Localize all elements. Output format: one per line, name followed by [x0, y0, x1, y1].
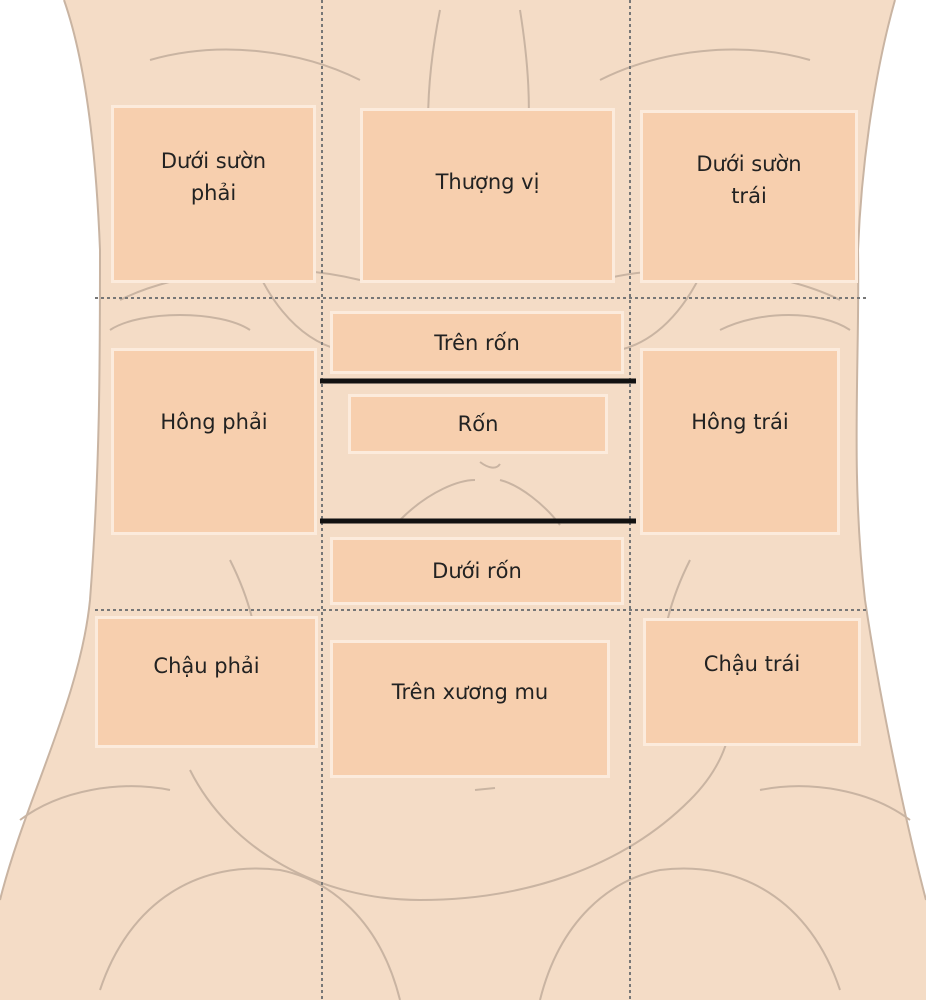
region-right-iliac: Chậu phải: [95, 616, 318, 748]
region-label: Dưới rốn: [432, 556, 522, 602]
region-label: Thượng vị: [436, 167, 540, 280]
region-left-hypochondriac: Dưới sườn trái: [640, 110, 858, 283]
region-hypogastric: Trên xương mu: [330, 640, 610, 778]
region-label: Chậu phải: [153, 651, 259, 745]
region-above-umbilicus: Trên rốn: [330, 311, 624, 374]
region-left-lumbar: Hông trái: [640, 348, 840, 535]
region-left-iliac: Chậu trái: [643, 618, 861, 746]
region-label: Hông trái: [691, 407, 789, 532]
region-label: Trên rốn: [434, 328, 520, 371]
region-epigastric: Thượng vị: [360, 108, 615, 283]
region-label: Rốn: [458, 409, 499, 451]
region-label: Dưới sườn phải: [161, 146, 266, 280]
region-right-lumbar: Hông phải: [111, 348, 317, 535]
region-label: Dưới sườn trái: [696, 149, 801, 280]
region-label: Hông phải: [160, 407, 267, 532]
region-label: Chậu trái: [704, 649, 800, 743]
region-label: Trên xương mu: [392, 677, 549, 775]
region-umbilical: Rốn: [348, 394, 608, 454]
region-below-umbilicus: Dưới rốn: [330, 537, 624, 605]
region-right-hypochondriac: Dưới sườn phải: [111, 105, 316, 283]
